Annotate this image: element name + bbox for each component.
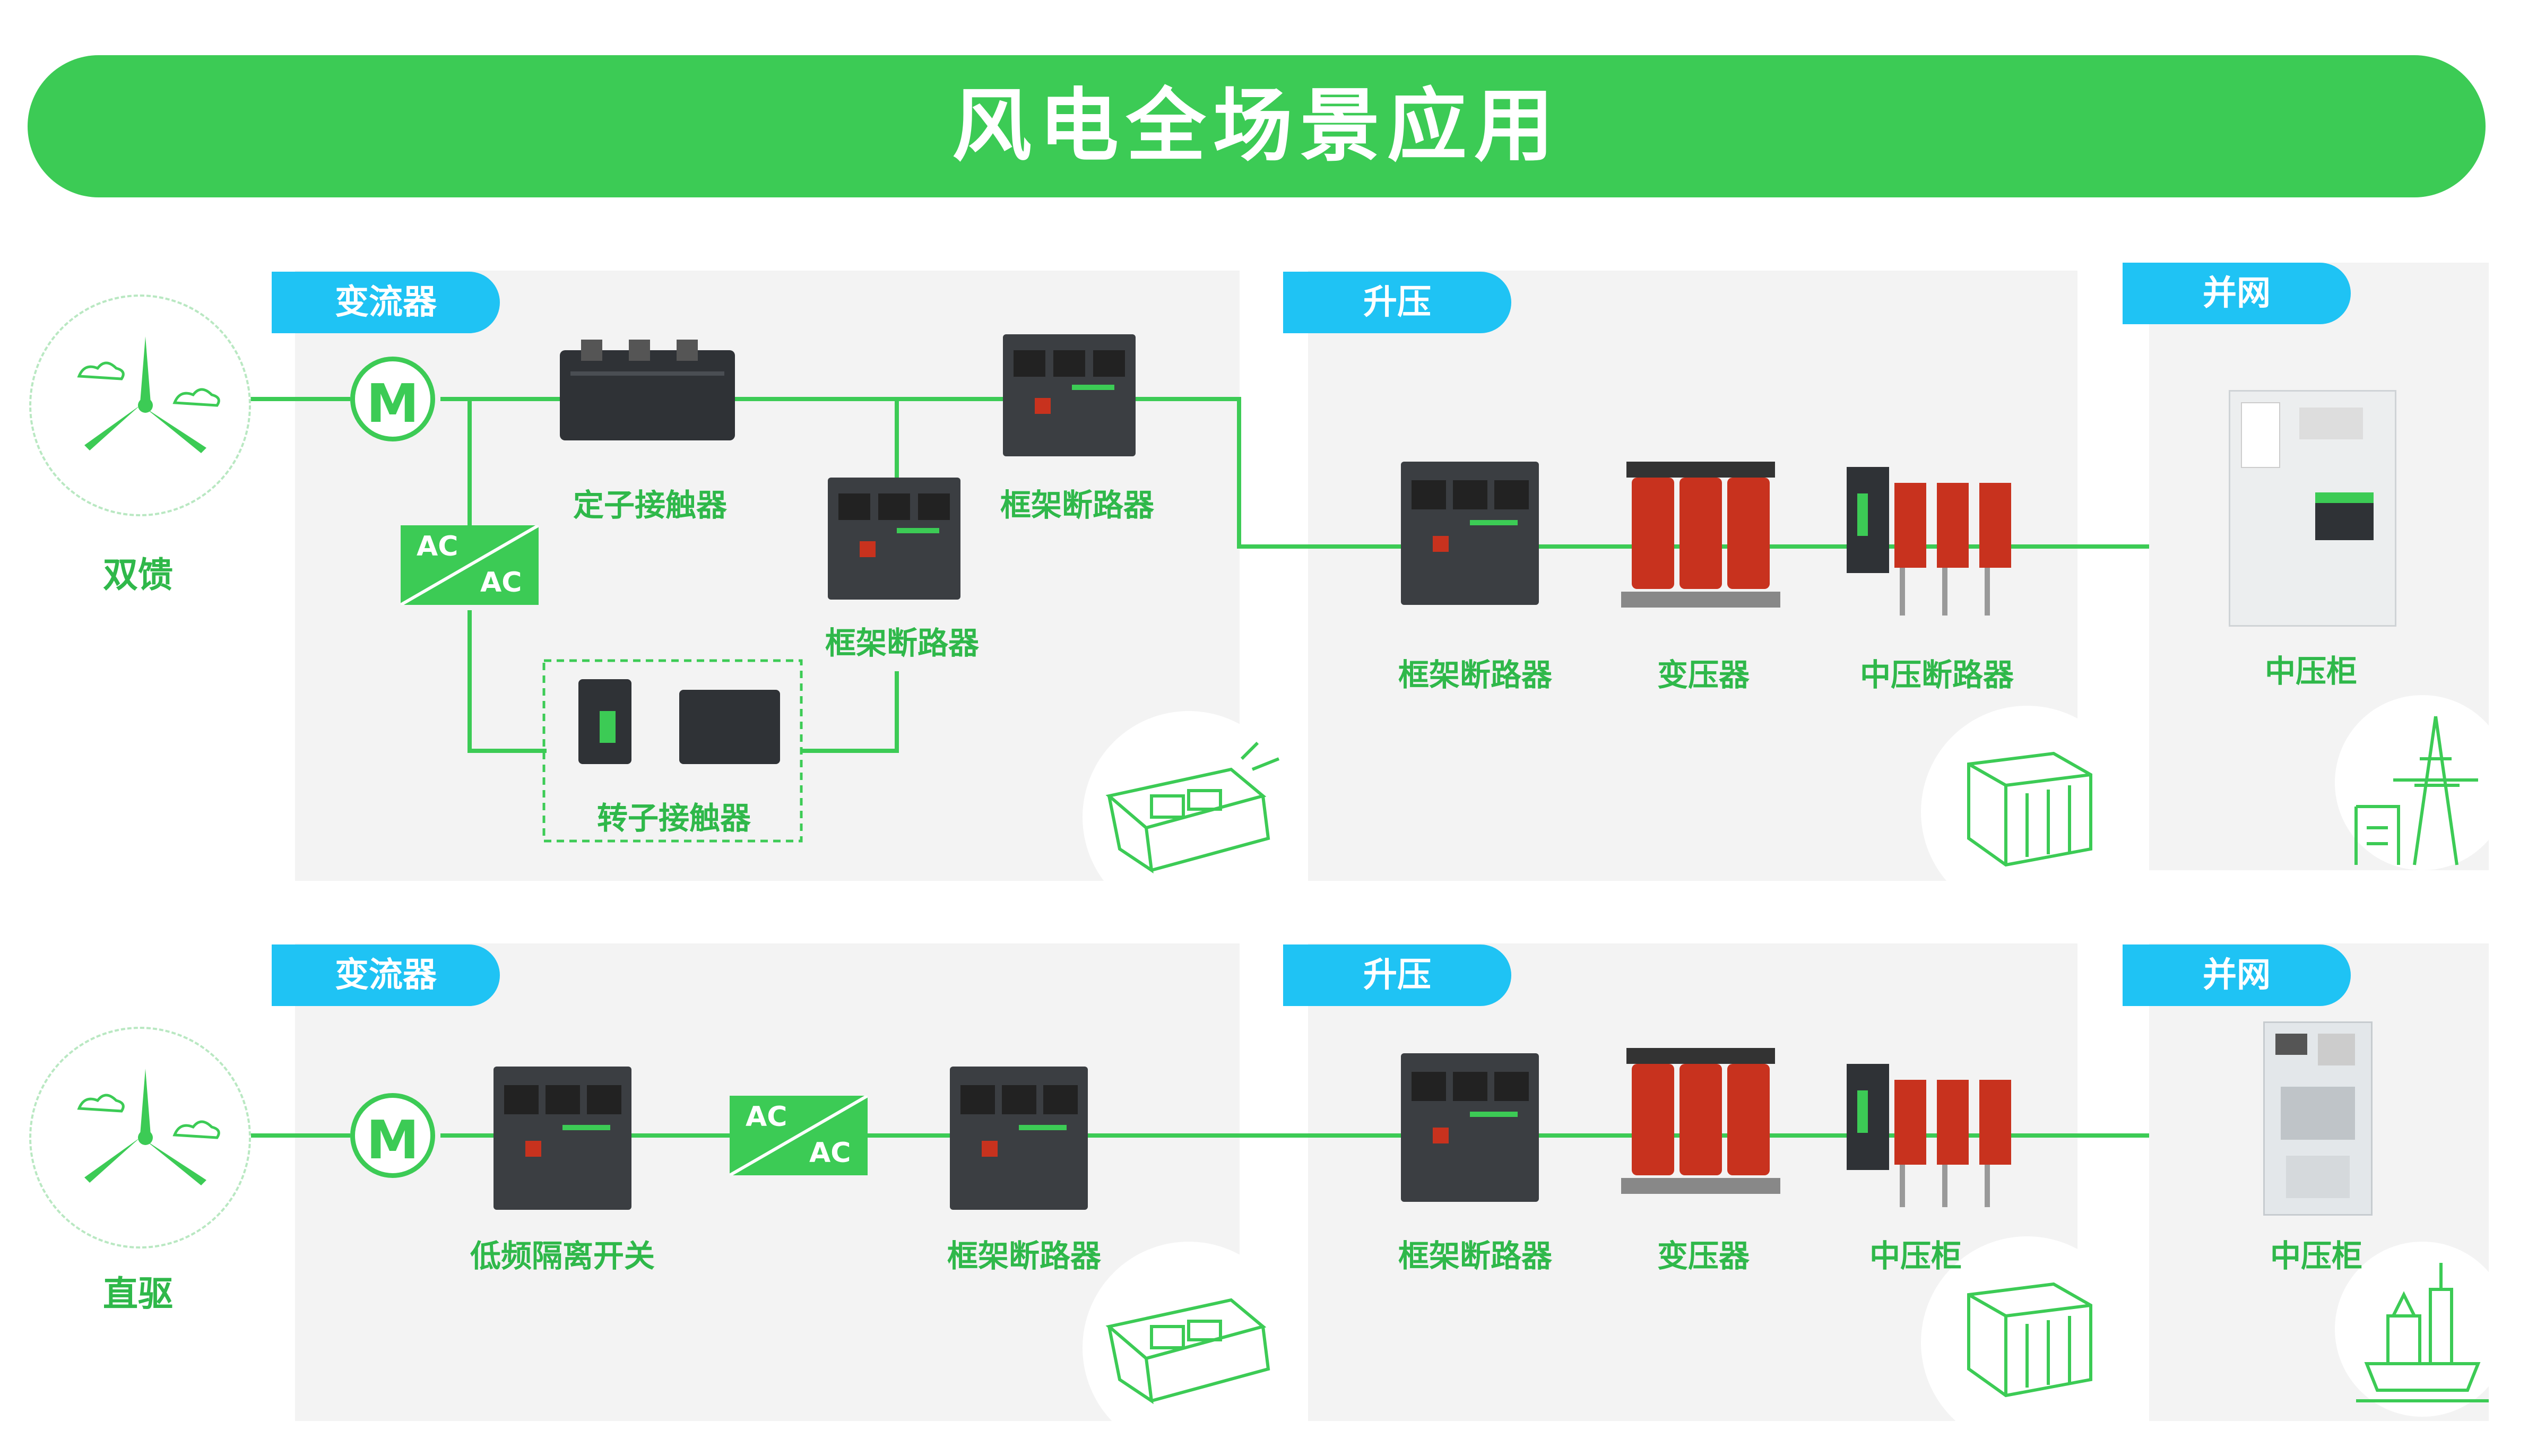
- mv-cabinet-image: [2229, 390, 2396, 627]
- rotor-contactor-label: 转子接触器: [596, 800, 751, 836]
- transformer-image: [1616, 451, 1786, 621]
- row2-tab-grid: 并网: [2123, 944, 2351, 1006]
- transformer-label: 变压器: [1657, 657, 1750, 693]
- transformer-row2-image: [1616, 1037, 1786, 1207]
- motor-icon-2: M: [350, 1093, 435, 1178]
- boost-breaker-image: [1401, 462, 1539, 605]
- turbine-direct-drive: [29, 1027, 251, 1249]
- power-tower-icon: [2335, 695, 2510, 870]
- isolator-label: 低频隔离开关: [470, 1238, 655, 1274]
- boost-breaker-row2-image: [1401, 1053, 1539, 1202]
- rotor-contactor-image: [578, 679, 780, 769]
- turbine-label-direct-drive: 直驱: [103, 1273, 173, 1314]
- mv-breaker-label: 中压断路器: [1859, 657, 2014, 693]
- grid-cabinet-label-row1: 中压柜: [2264, 653, 2357, 689]
- turbine-label-doubly-fed: 双馈: [103, 554, 173, 595]
- row2-tab-converter: 变流器: [272, 944, 500, 1006]
- stator-contactor-image: [560, 340, 735, 446]
- converter-outline-icon: [1083, 711, 1295, 923]
- page-title: 风电全场景应用: [951, 80, 1561, 172]
- converter-outline-icon-2: [1083, 1242, 1295, 1454]
- mv-breaker-image: [1847, 462, 2027, 621]
- ac-top-label: AC: [417, 531, 458, 562]
- row2-tab-boost: 升压: [1283, 944, 1511, 1006]
- isolator-image: [494, 1067, 631, 1210]
- boost-breaker-label: 框架断路器: [1398, 657, 1552, 693]
- offshore-platform-icon: [2335, 1242, 2510, 1417]
- ac-ac-converter-box: AC AC: [401, 525, 539, 605]
- stator-contactor-label: 定子接触器: [573, 487, 727, 523]
- frame-breaker-mid-image: [828, 478, 960, 600]
- ac-bottom-label-2: AC: [809, 1137, 851, 1169]
- frame-breaker-row2-label: 框架断路器: [947, 1238, 1101, 1274]
- ac-ac-converter-box-2: AC AC: [730, 1096, 868, 1175]
- frame-breaker-mid-label: 框架断路器: [825, 625, 979, 661]
- wind-turbine-icon: [77, 1069, 220, 1185]
- transformer-row2-label: 变压器: [1657, 1238, 1750, 1274]
- row1-tab-boost: 升压: [1283, 272, 1511, 333]
- wind-turbine-icon: [77, 336, 220, 453]
- ac-bottom-label: AC: [480, 567, 522, 599]
- frame-breaker-row2-image: [950, 1067, 1088, 1210]
- title-bar: 风电全场景应用: [28, 55, 2486, 197]
- frame-breaker-top-image: [1003, 334, 1136, 456]
- mv-cabinet-row2-boost-image: [1847, 1059, 2027, 1212]
- mv-cabinet-row2-boost-label: 中压柜: [1869, 1238, 1962, 1274]
- box-substation-icon: [1921, 706, 2133, 918]
- boost-breaker-row2-label: 框架断路器: [1398, 1238, 1552, 1274]
- ac-top-label-2: AC: [746, 1101, 787, 1133]
- turbine-doubly-fed: [29, 294, 251, 516]
- frame-breaker-top-label: 框架断路器: [1000, 487, 1154, 523]
- row1-tab-grid: 并网: [2123, 263, 2351, 324]
- box-substation-icon-2: [1921, 1236, 2133, 1449]
- grid-cabinet-label-row2: 中压柜: [2270, 1238, 2362, 1274]
- motor-icon: M: [350, 357, 435, 441]
- mv-cabinet-row2-image: [2263, 1021, 2373, 1216]
- row1-tab-converter: 变流器: [272, 272, 500, 333]
